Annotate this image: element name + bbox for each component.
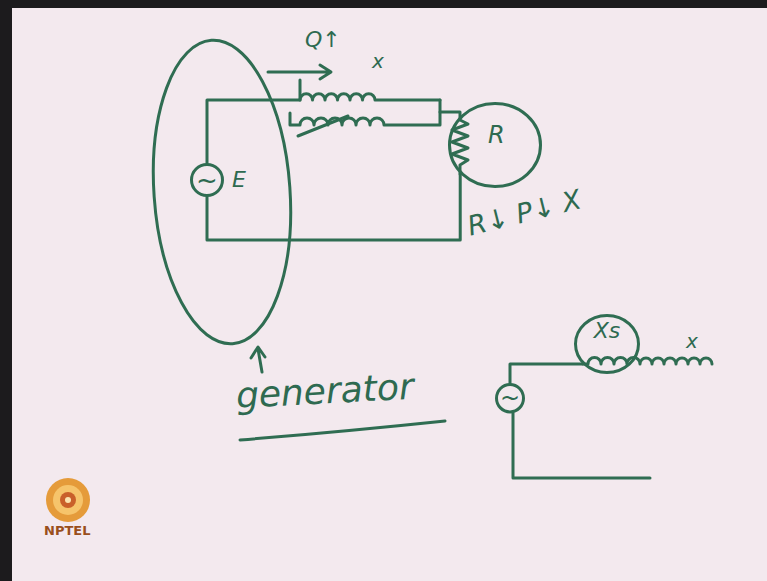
node-text: ~: [196, 166, 218, 195]
node-text: ~: [500, 385, 520, 411]
reactive-power-arrow: [268, 65, 331, 100]
wire: [513, 413, 650, 478]
generator-outline: [144, 36, 301, 349]
inductor-symbol: [207, 94, 440, 163]
voltage-source: ~E: [190, 163, 224, 197]
whiteboard: [12, 8, 767, 581]
reactance-label: x: [686, 330, 698, 352]
logo-text: NPTEL: [44, 524, 90, 538]
trend-note: R↓ P↓ X: [464, 184, 584, 241]
inductor-symbol: [583, 358, 712, 364]
leader-arrow: [251, 347, 265, 372]
synchronous-reactance: Xs: [574, 314, 640, 374]
wire: [510, 364, 583, 383]
underline: [240, 421, 445, 440]
slash-mark: [298, 116, 348, 136]
inductor-symbol: [290, 100, 440, 125]
side-label: E: [232, 168, 246, 192]
voltage-source: ~: [495, 383, 525, 413]
generator-label: generator: [235, 367, 415, 416]
nptel-logo: [46, 478, 90, 522]
node-text: Xs: [594, 319, 621, 343]
reactive-power-label: Q↑: [305, 28, 341, 52]
reactance-label: x: [372, 50, 384, 72]
node-text: R: [488, 122, 505, 148]
load-region: R: [448, 102, 542, 188]
